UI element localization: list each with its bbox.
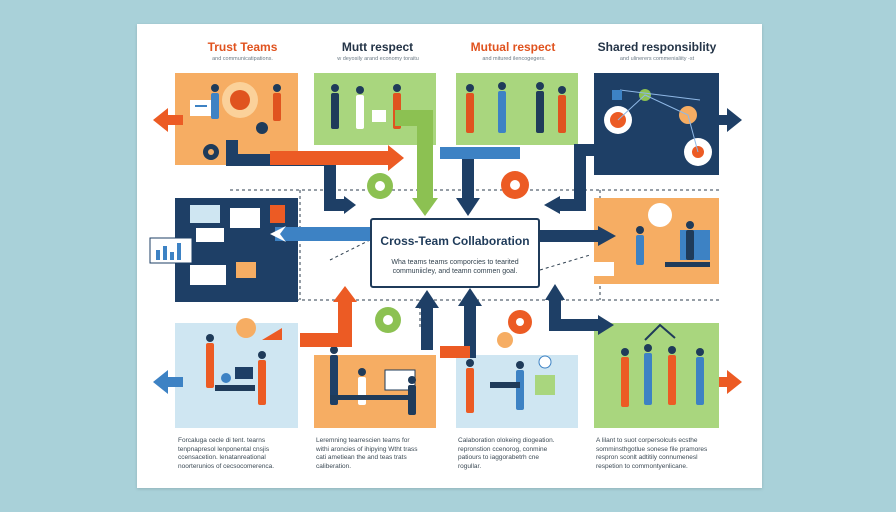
central-subtitle: Wha teams teams comporcies to tearited c… [391, 259, 519, 275]
panel-celebration [594, 323, 719, 428]
caption-mutt-respect: Leremning tearrescien teams for withi ar… [316, 437, 418, 470]
subheading-mutual-respect: and mitured ilencogegers. [482, 56, 546, 62]
heading-mutual-respect: Mutual respect [470, 40, 556, 54]
panel-office-team [314, 346, 436, 428]
panel-workshop [175, 318, 298, 428]
panel-mutual-respect [456, 73, 578, 145]
central-title: Cross-Team Collaboration [380, 234, 530, 248]
caption-shared-responsibility: A lilant to suot corpersolculs ecsthe so… [596, 437, 708, 470]
person-figure [211, 84, 219, 119]
caption-trust-teams: Forcaluga cecle di tent. tearns tenpnapr… [178, 437, 275, 470]
panel-lab [456, 355, 578, 428]
caption-mutual-respect: Calaboration olokeing diogeation. repron… [458, 437, 555, 470]
panel-trust-teams [175, 73, 298, 165]
subheading-trust-teams: and communicatipations. [212, 56, 273, 62]
gear-icon [367, 171, 532, 348]
panel-shared-responsibility [594, 73, 719, 175]
panel-dashboard-screens [149, 198, 298, 302]
arrows [153, 108, 742, 394]
heading-trust-teams: Trust Teams [207, 40, 278, 54]
heading-mutt-respect: Mutt respect [341, 40, 414, 54]
panel-team-meeting [594, 198, 719, 284]
subheading-mutt-respect: w deyosily arand economy toraitu [337, 56, 419, 62]
heading-shared-responsiblity: Shared responsiblity [597, 40, 717, 54]
subheading-shared-responsiblity: and ulinerers commenialiity -st [619, 56, 695, 62]
central-banner: Cross-Team Collaboration Wha teams teams… [370, 218, 540, 288]
